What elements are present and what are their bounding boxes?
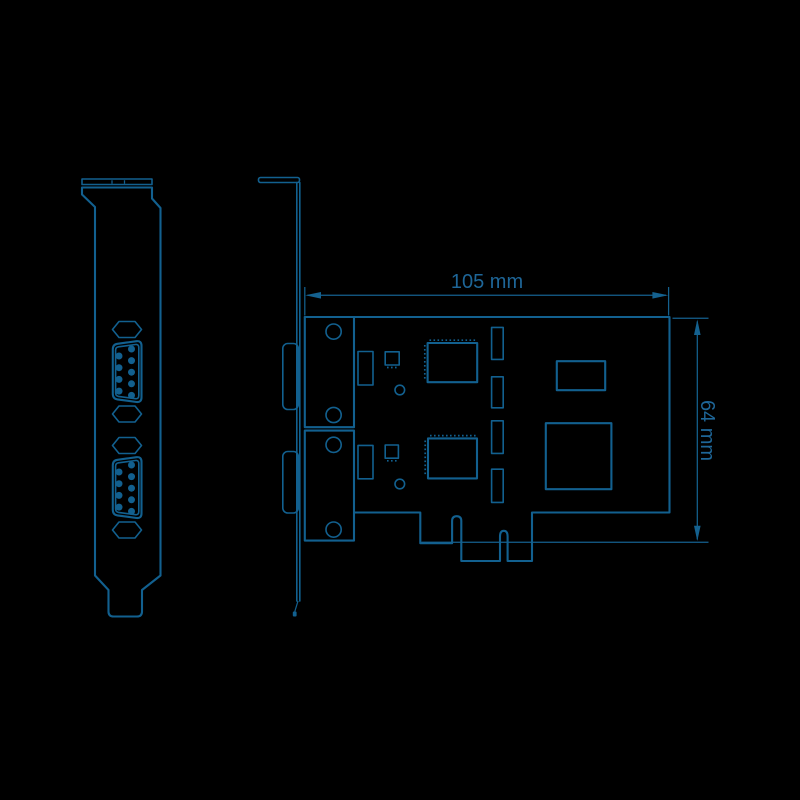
bracket-body-outline [80,186,162,618]
dimension-height: 64 mm [421,317,718,543]
bracket-side-tip-dot [292,611,297,617]
screw-hole [325,521,342,538]
serial-port-2-connector [111,436,143,540]
uart-chip-2-pin-hatch [424,434,476,476]
height-dimension-label: 64 mm [696,400,718,461]
bracket-top-tab [81,178,153,186]
jackscrew-hex-top [111,320,143,339]
header-slot-1 [490,326,505,361]
controller-chip [544,422,613,491]
component-via-2 [394,478,406,490]
header-slot-2 [490,375,505,409]
arrow-down-icon [694,525,701,541]
bracket-side-edges [296,181,301,602]
arrow-right-icon [652,292,669,299]
db9-shell-outer [111,340,143,404]
uart-chip-1 [426,341,479,384]
component-crystal-2 [384,444,400,459]
header-slot-3 [490,419,505,455]
screw-hole [325,323,342,340]
bracket-front-view [80,178,162,618]
bracket-side-tip [294,600,299,612]
components-channel-1 [357,339,479,396]
jackscrew-hex-bottom [111,405,143,423]
pcb-outline [303,315,671,563]
serial-port-1-connector [111,320,143,423]
component-capacitor-1 [357,350,374,386]
db9-shell-side-2 [281,450,300,514]
components-channel-2 [357,434,479,490]
connector-block-1 [303,315,356,429]
dimension-width: 105 mm [304,271,670,316]
arrow-left-icon [305,292,321,299]
screw-hole [325,406,342,424]
db9-shell-inner [114,343,140,400]
bracket-screw-slot-marks [111,180,126,184]
db9-shell-side-1 [281,342,300,411]
screw-hole [325,436,342,454]
card-side-view [257,176,671,617]
uart-chip-2 [426,437,479,480]
width-dimension-label: 105 mm [451,271,523,293]
arrow-up-icon [694,319,701,335]
uart-chip-1-pin-hatch [423,339,476,380]
connector-block-2 [303,429,356,542]
db9-pins [115,345,135,399]
component-capacitor-2 [357,444,374,480]
eeprom-chip [555,360,607,392]
component-crystal-1 [384,350,401,366]
header-slots [490,326,505,504]
bracket-side [257,176,301,617]
component-via-1 [394,384,406,396]
bracket-side-top-tab [257,176,301,184]
header-slot-4 [490,468,505,504]
